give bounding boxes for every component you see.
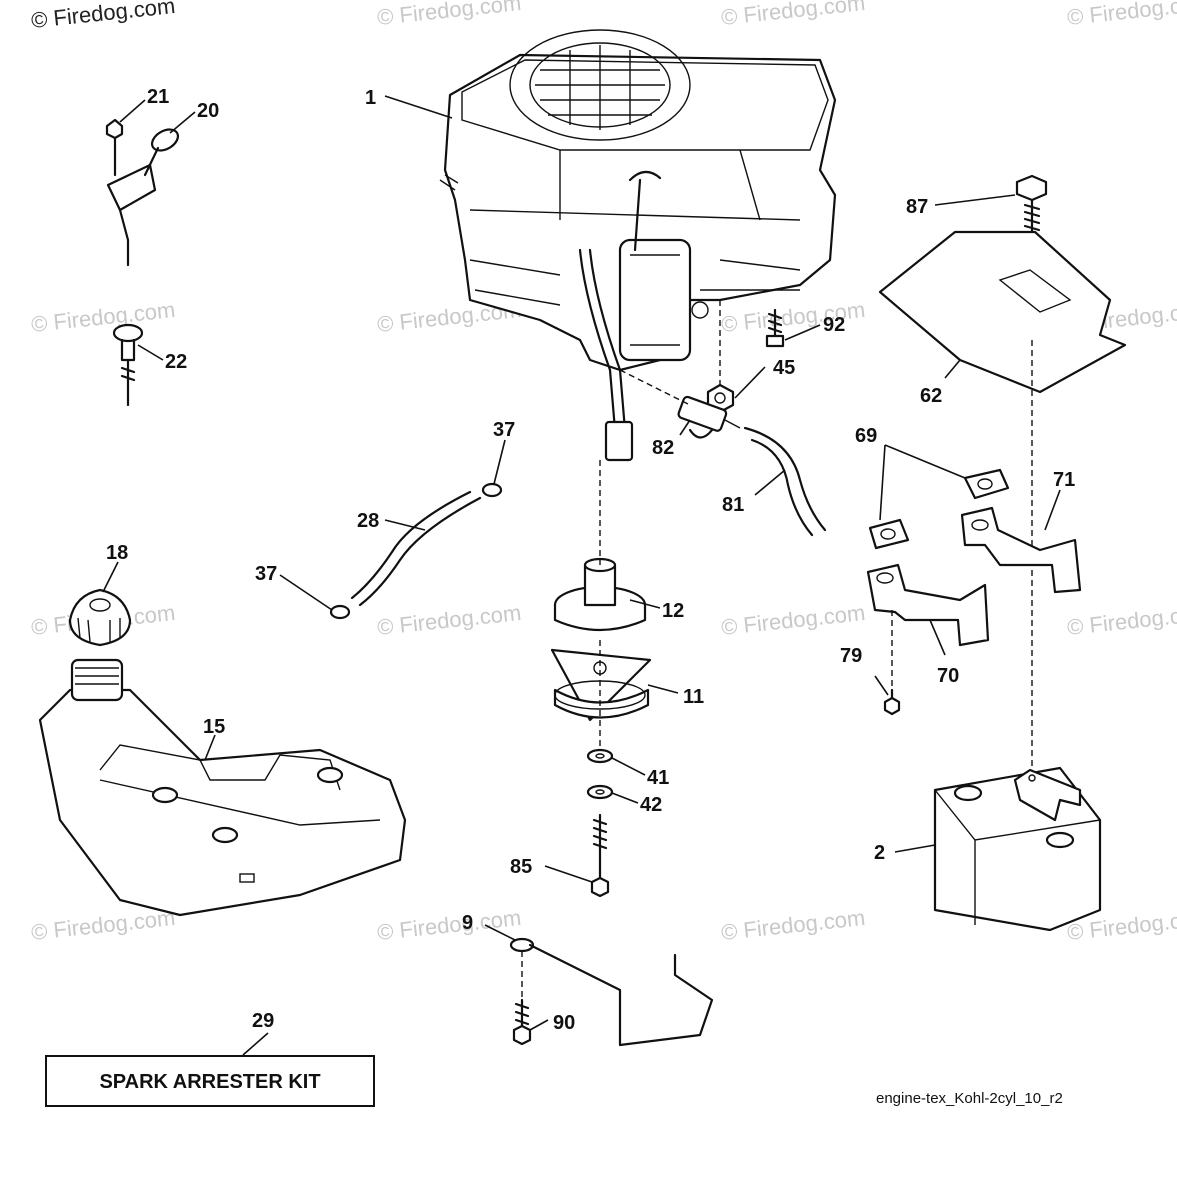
part-37-clamp-upper (481, 482, 503, 498)
part-12-pulley (553, 557, 647, 632)
leader-lines (102, 95, 1061, 1056)
part-15-fuel-tank (38, 658, 407, 917)
callout-1: 1 (365, 87, 376, 109)
callout-42: 42 (640, 794, 662, 816)
part-87-bolt (1015, 174, 1048, 234)
part-22-plunger (112, 323, 144, 407)
part-11-pto-clutch (550, 648, 652, 722)
part-79-bolt (883, 688, 901, 716)
callout-45: 45 (773, 357, 795, 379)
watermark: © Firedog.com (720, 905, 866, 945)
callout-15: 15 (203, 716, 225, 738)
callout-12: 12 (662, 600, 684, 622)
callout-28: 28 (357, 510, 379, 532)
callout-21: 21 (147, 86, 169, 108)
spark-arrester-kit-label: SPARK ARRESTER KIT (99, 1071, 320, 1093)
callout-70: 70 (937, 665, 959, 687)
callout-71: 71 (1053, 469, 1075, 491)
callout-62: 62 (920, 385, 942, 407)
assembly-line (619, 369, 691, 406)
part-82-fuel-fitting (677, 395, 741, 439)
part-62-heat-shield (878, 230, 1127, 394)
part-69-gaskets (868, 468, 1010, 550)
callout-87: 87 (906, 196, 928, 218)
watermark-top-left: © Firedog.com (30, 0, 176, 33)
callout-11: 11 (683, 686, 704, 708)
callout-37-lower: 37 (255, 563, 277, 585)
callout-22: 22 (165, 351, 187, 373)
callout-37-upper: 37 (493, 419, 515, 441)
part-92-bolt (765, 308, 785, 348)
part-2-muffler (933, 766, 1102, 932)
rod (528, 943, 714, 1047)
watermark: © Firedog.com (376, 0, 522, 30)
part-41-washer (586, 748, 614, 764)
callout-90: 90 (553, 1012, 575, 1034)
spark-arrester-kit-box (45, 1055, 375, 1107)
callout-41: 41 (647, 767, 669, 789)
callout-18: 18 (106, 542, 128, 564)
callout-2: 2 (874, 842, 885, 864)
watermark: © Firedog.com (30, 905, 176, 945)
part-18-fuel-cap (68, 588, 132, 647)
callout-9: 9 (462, 912, 473, 934)
part-85-bolt (590, 813, 610, 898)
callout-92: 92 (823, 314, 845, 336)
watermark: © Firedog.com (1066, 0, 1177, 30)
callout-85: 85 (510, 856, 532, 878)
watermark: © Firedog.com (1066, 600, 1177, 640)
watermark: © Firedog.com (720, 600, 866, 640)
watermark: © Firedog.com (720, 0, 866, 30)
part-20-throttle-control (105, 118, 180, 267)
callout-29: 29 (252, 1010, 274, 1032)
drawing-reference: engine-tex_Kohl-2cyl_10_r2 (876, 1090, 1063, 1107)
callout-69: 69 (855, 425, 877, 447)
part-81-hose (743, 426, 827, 532)
part-71-exhaust-pipe (960, 506, 1082, 594)
callout-82: 82 (652, 437, 674, 459)
watermark: © Firedog.com (30, 297, 176, 337)
part-90-bolt (512, 998, 532, 1046)
callout-79: 79 (840, 645, 862, 667)
part-70-exhaust-pipe (866, 563, 990, 647)
part-37-clamp-lower (329, 604, 351, 620)
part-42-washer (586, 784, 614, 800)
callout-20: 20 (197, 100, 219, 122)
watermark: © Firedog.com (376, 600, 522, 640)
callout-81: 81 (722, 494, 744, 516)
engine (439, 29, 837, 462)
part-28-fuel-hose (358, 496, 482, 607)
watermark: © Firedog.com (376, 905, 522, 945)
